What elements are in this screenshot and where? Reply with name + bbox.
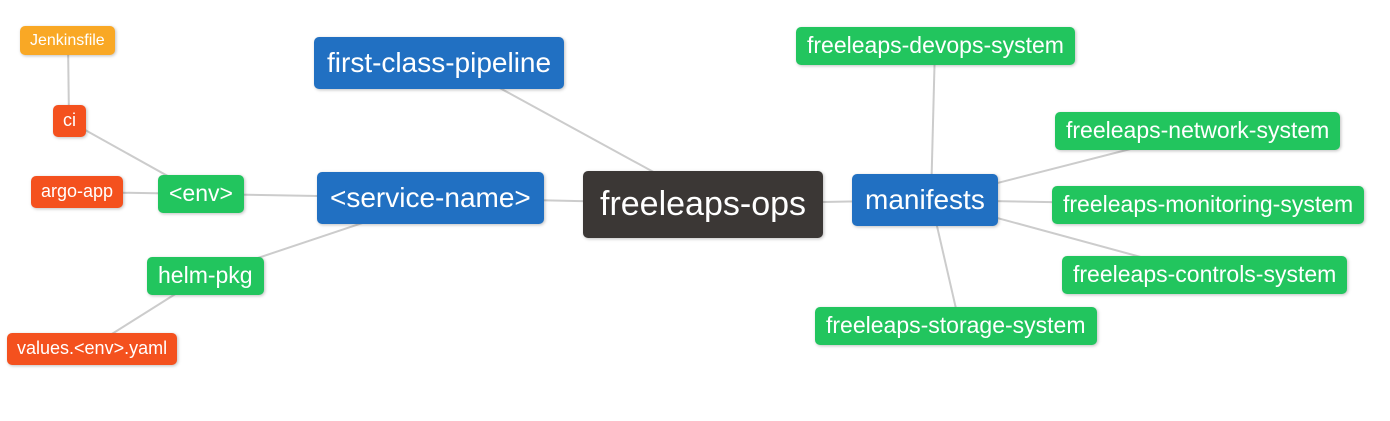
node-freeleaps-controls-system[interactable]: freeleaps-controls-system (1062, 256, 1348, 294)
node-helm-pkg[interactable]: helm-pkg (147, 257, 264, 295)
node-freeleaps-monitoring-system[interactable]: freeleaps-monitoring-system (1052, 186, 1365, 224)
node-freeleaps-ops-root[interactable]: freeleaps-ops (583, 171, 824, 238)
node-ci[interactable]: ci (53, 105, 86, 137)
node-argo-app[interactable]: argo-app (31, 176, 124, 208)
node-env[interactable]: <env> (158, 175, 244, 213)
node-first-class-pipeline[interactable]: first-class-pipeline (314, 37, 565, 89)
node-manifests[interactable]: manifests (852, 174, 998, 226)
node-freeleaps-network-system[interactable]: freeleaps-network-system (1055, 112, 1341, 150)
node-values-env-yaml[interactable]: values.<env>.yaml (7, 333, 178, 365)
node-jenkinsfile[interactable]: Jenkinsfile (20, 26, 115, 56)
node-freeleaps-storage-system[interactable]: freeleaps-storage-system (815, 307, 1097, 345)
node-freeleaps-devops-system[interactable]: freeleaps-devops-system (796, 27, 1075, 65)
node-service-name[interactable]: <service-name> (317, 172, 544, 224)
